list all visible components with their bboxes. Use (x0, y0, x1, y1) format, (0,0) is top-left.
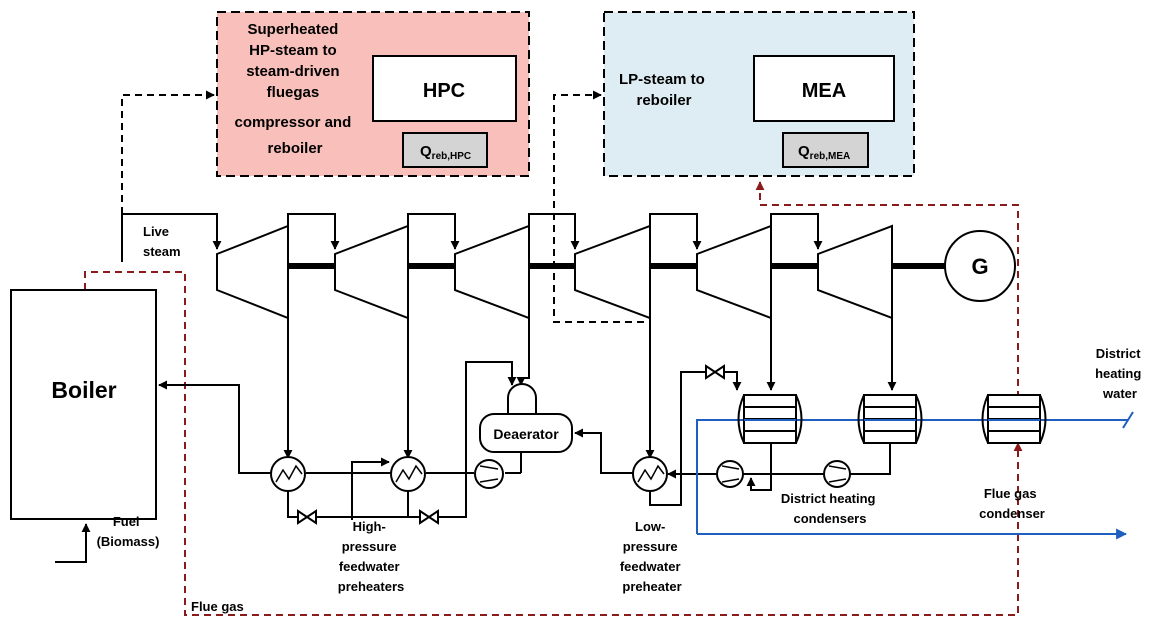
district-heating-line (696, 419, 1128, 534)
feedwater-to-boiler (158, 380, 271, 474)
hp2-drain (407, 490, 420, 518)
condensate-pump-1 (716, 460, 744, 488)
district-heating-inlet (1122, 411, 1134, 429)
district-heating-water-label: District heating water (1095, 346, 1145, 401)
valve-hp1 (297, 509, 317, 525)
live-steam-label: Live steam (143, 224, 181, 259)
hp1-drain (287, 490, 298, 518)
hpc-unit-label: HPC (423, 80, 465, 102)
flue-gas-to-mea-line (755, 181, 1019, 398)
lp-feedwater-preheater-label: Low- pressure feedwater preheater (620, 519, 684, 594)
turbine-stages (216, 224, 893, 320)
hp-steam-extraction-line (121, 90, 215, 262)
q-reb-mea-label: Qreb,MEA (798, 143, 850, 162)
flue-gas-condenser-label: Flue gas condenser (979, 486, 1045, 521)
turbine-stage-3 (454, 224, 530, 320)
lp-to-deaerator (574, 428, 634, 474)
hp1-drain-2 (316, 490, 409, 518)
district-heating-condensers-label: District heating condensers (781, 491, 879, 526)
flue-gas-label: Flue gas (191, 599, 244, 614)
q-reb-hpc-label: Qreb,HPC (420, 143, 471, 162)
flue-gas-line (84, 271, 1023, 616)
condensate-pump-2 (823, 460, 851, 488)
hp-preheater-2 (390, 456, 426, 492)
q-reb-mea-box (782, 132, 869, 168)
fuel-label: Fuel (Biomass) (97, 514, 160, 549)
lp-drain-to-dh1 (724, 371, 742, 391)
live-steam-line (121, 213, 222, 262)
hp-preheater-1 (270, 456, 306, 492)
dh1-condensate (746, 442, 772, 491)
turbine-stage-6 (817, 224, 893, 320)
turbine-stage-2 (334, 224, 409, 320)
crossover-5 (770, 213, 823, 254)
crossover-3 (528, 213, 580, 254)
drain-loop (351, 457, 390, 520)
boiler-label: Boiler (51, 377, 116, 403)
generator (944, 230, 1016, 302)
turbine-stage-5 (696, 224, 772, 320)
dh2-condensate (850, 442, 891, 475)
hpc-box: Superheated HP-steam to steam-driven flu… (216, 11, 530, 177)
extraction-to-deaerator (516, 318, 530, 386)
hp2-drain-to-deaerator (438, 361, 517, 518)
hpc-title: Superheated HP-steam to steam-driven flu… (235, 21, 356, 157)
deaerator-label: Deaerator (493, 426, 559, 442)
mea-unit (753, 55, 895, 122)
turbine-stage-1 (216, 224, 289, 320)
hpc-unit (372, 55, 517, 122)
lp-drain-line (649, 371, 706, 506)
generator-label: G (971, 254, 988, 279)
mea-box: LP-steam to reboiler MEA Qreb,MEA (603, 11, 915, 177)
lp-steam-extraction-line (553, 90, 644, 323)
valve-lp (705, 364, 725, 380)
feedwater-pump (474, 459, 504, 489)
lp-preheater (632, 456, 668, 492)
valve-hp2 (419, 509, 439, 525)
deaerator (479, 383, 573, 473)
mea-title: LP-steam to reboiler (619, 71, 709, 109)
crossover-2 (407, 213, 460, 254)
crossover-1 (287, 213, 340, 254)
crossover-4 (649, 213, 702, 254)
turbine-stage-4 (574, 224, 651, 320)
fuel-line (55, 523, 91, 563)
boiler (10, 289, 157, 520)
mea-unit-label: MEA (802, 80, 846, 102)
hp-feedwater-preheaters-label: High- pressure feedwater preheaters (338, 519, 404, 594)
q-reb-hpc-box (402, 132, 488, 168)
